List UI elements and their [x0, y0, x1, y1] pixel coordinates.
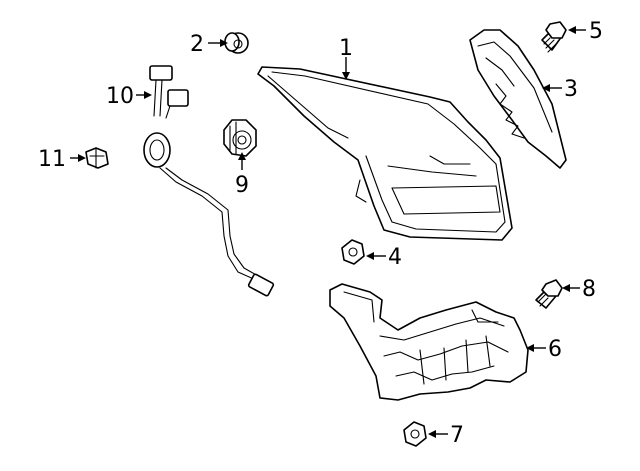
callout-5: 5 — [589, 19, 603, 44]
leader-3-arrowhead — [542, 84, 550, 92]
callout-8: 8 — [582, 277, 596, 302]
leader-7-arrowhead — [428, 430, 436, 438]
callout-labels: 1 2 3 4 5 6 7 8 9 10 11 — [38, 19, 603, 448]
callout-6: 6 — [548, 337, 562, 362]
callout-1: 1 — [339, 36, 353, 61]
callout-3: 3 — [564, 77, 578, 102]
leader-8-arrowhead — [562, 284, 570, 292]
callout-4: 4 — [388, 245, 402, 270]
part-2-clip — [224, 32, 249, 54]
part-3-bracket — [469, 29, 567, 169]
leader-6-arrowhead — [526, 344, 534, 352]
part-4-nut — [341, 239, 365, 265]
leader-4-arrowhead — [366, 252, 374, 260]
leader-lines — [70, 26, 586, 438]
part-6-bracket — [329, 283, 529, 401]
part-7-nut — [403, 421, 427, 447]
part-5-bolt — [541, 21, 567, 53]
leader-10-arrowhead — [144, 91, 152, 99]
leader-11-arrowhead — [78, 154, 86, 162]
part-8-bolt — [535, 279, 563, 309]
part-10-wiring-harness — [143, 65, 275, 297]
leader-2-arrowhead — [220, 39, 228, 47]
callout-11: 11 — [38, 147, 66, 172]
callout-2: 2 — [190, 32, 204, 57]
callout-7: 7 — [450, 423, 464, 448]
leader-1-arrowhead — [342, 72, 350, 80]
leader-5-arrowhead — [568, 26, 576, 34]
callout-9: 9 — [235, 173, 249, 198]
leader-9-arrowhead — [238, 152, 246, 160]
callout-10: 10 — [106, 84, 134, 109]
part-11-connector — [85, 147, 109, 169]
part-9-socket — [223, 119, 257, 157]
part-1-tail-lamp — [257, 66, 513, 241]
